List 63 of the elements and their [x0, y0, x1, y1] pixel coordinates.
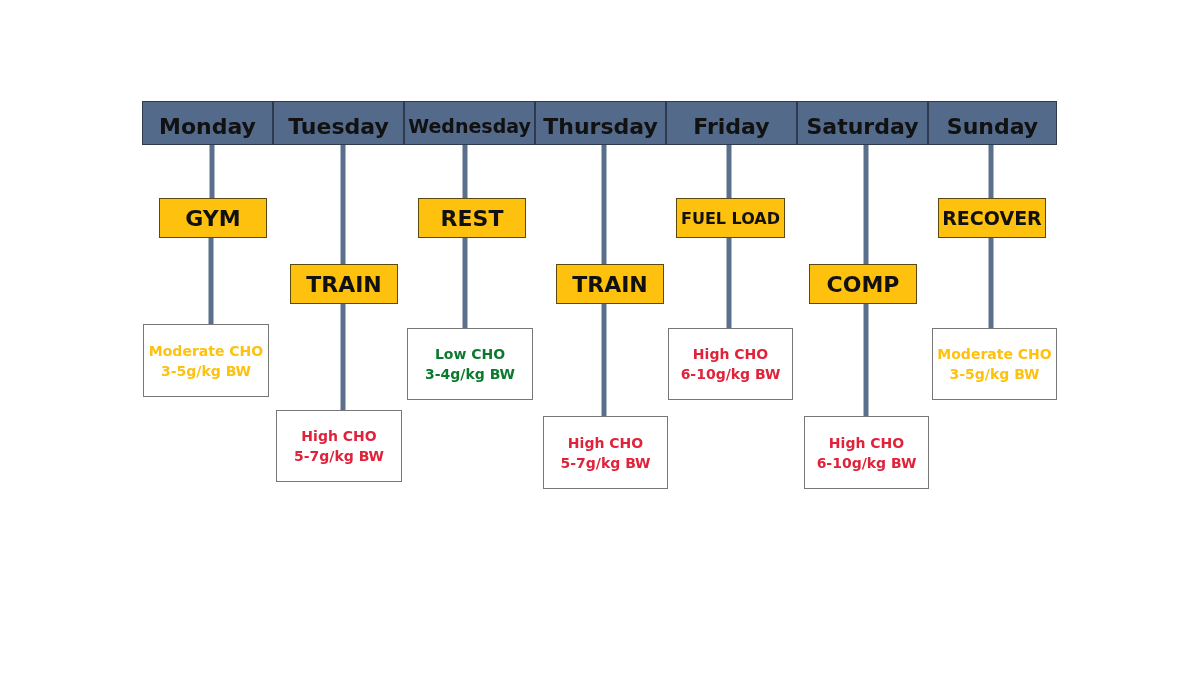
connector-line — [340, 304, 346, 410]
connector-line — [988, 238, 994, 328]
day-header — [273, 101, 404, 145]
connector-line — [863, 145, 869, 264]
carb-intake-box — [804, 416, 929, 489]
carb-intake-text: Moderate CHO — [937, 346, 1052, 362]
day-header — [666, 101, 797, 145]
carb-intake-box — [407, 328, 533, 400]
day-label: Tuesday — [288, 113, 389, 139]
connector-line — [340, 145, 346, 264]
carb-intake-text: 3-4g/kg BW — [425, 366, 515, 382]
activity-box — [676, 198, 785, 238]
day-header — [404, 101, 535, 145]
carb-intake-box — [543, 416, 668, 489]
activity-label: TRAIN — [306, 271, 382, 297]
carb-intake-box — [668, 328, 793, 400]
connector-line — [462, 238, 468, 328]
day-header — [535, 101, 666, 145]
carb-intake-text: High CHO — [301, 428, 377, 444]
carb-intake-text: 5-7g/kg BW — [560, 454, 651, 471]
carb-intake-text: 3-5g/kg BW — [949, 366, 1040, 382]
activity-box — [290, 264, 398, 304]
activity-label: COMP — [826, 271, 900, 297]
connector-line — [462, 145, 468, 198]
day-label: Saturday — [806, 113, 919, 139]
day-label: Sunday — [946, 113, 1039, 139]
activity-label: REST — [440, 205, 504, 231]
carb-intake-text: 3-5g/kg BW — [161, 362, 251, 379]
carb-intake-text: 6-10g/kg BW — [816, 454, 917, 471]
day-label: Wednesday — [408, 115, 531, 137]
activity-box — [938, 198, 1046, 238]
activity-label: TRAIN — [572, 271, 648, 297]
carb-intake-box — [143, 324, 269, 397]
day-header — [797, 101, 928, 145]
activity-label: GYM — [185, 205, 241, 231]
day-label: Monday — [159, 113, 256, 139]
day-label: Friday — [693, 113, 770, 139]
day-header — [928, 101, 1057, 145]
connector-line — [209, 145, 215, 198]
connector-line — [208, 238, 214, 324]
day-label: Thursday — [543, 113, 658, 139]
carb-intake-text: Moderate CHO — [148, 342, 264, 359]
carb-intake-box — [276, 410, 402, 482]
carb-intake-text: High CHO — [828, 434, 905, 451]
connector-line — [601, 145, 607, 264]
activity-label: RECOVER — [942, 207, 1042, 229]
connector-line — [726, 238, 732, 328]
carb-intake-text: High CHO — [567, 434, 644, 451]
connector-line — [988, 145, 994, 198]
carb-intake-text: 6-10g/kg BW — [680, 366, 781, 382]
carb-intake-box — [932, 328, 1057, 400]
carb-intake-text: Low CHO — [434, 346, 506, 362]
activity-box — [418, 198, 526, 238]
carb-intake-text: 5-7g/kg BW — [294, 448, 384, 464]
activity-box — [159, 198, 267, 238]
activity-label: FUEL LOAD — [680, 208, 781, 228]
carb-intake-text: High CHO — [692, 346, 769, 362]
connector-line — [726, 145, 732, 198]
day-header — [142, 101, 273, 145]
activity-box — [556, 264, 664, 304]
activity-box — [809, 264, 917, 304]
connector-line — [601, 304, 607, 416]
connector-line — [863, 304, 869, 416]
